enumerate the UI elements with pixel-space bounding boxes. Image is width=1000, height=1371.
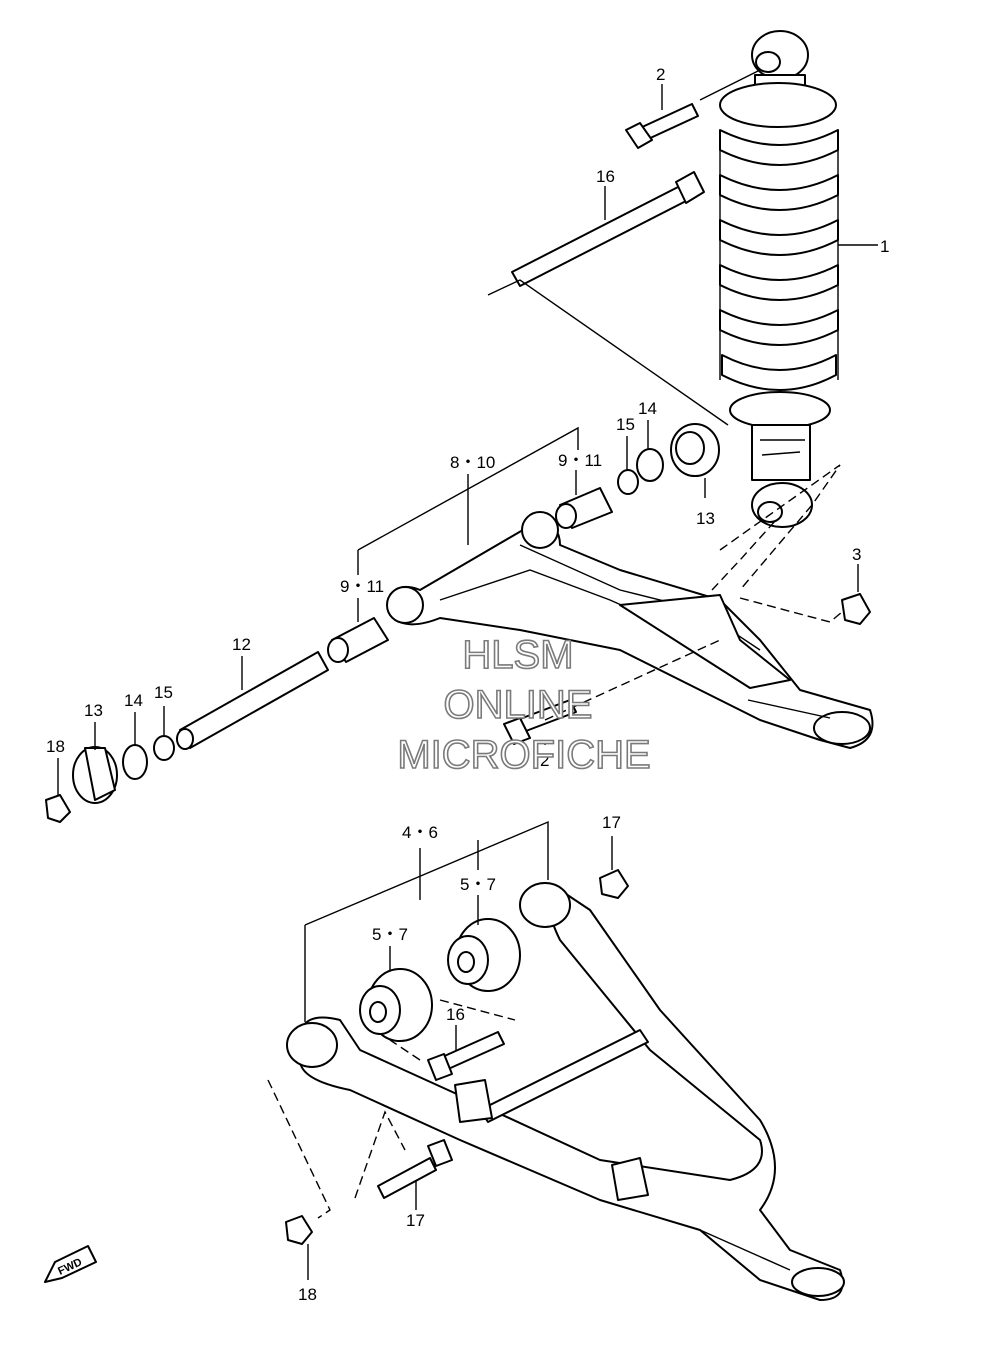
- nut-17-upper: [599, 869, 629, 899]
- bolt-16-lower: [427, 1031, 505, 1081]
- callout-16-upper: 16: [596, 167, 615, 186]
- callout-14-lower: 14: [124, 691, 143, 710]
- collar-9-11-lower: [327, 617, 389, 663]
- callout-14-upper: 14: [638, 399, 657, 418]
- nut-3: [841, 593, 871, 625]
- watermark: HLSM ONLINE MICROFICHE: [397, 632, 652, 778]
- callout-12: 12: [232, 635, 251, 654]
- fwd-arrow-icon: [44, 1245, 97, 1283]
- callout-9-11-upper: 9・11: [558, 451, 602, 470]
- callout-2-upper: 2: [656, 65, 665, 84]
- lower-arm: [386, 511, 874, 749]
- nut-18-lower: [285, 1215, 313, 1245]
- pipe-12: [176, 651, 329, 750]
- callout-18-upper: 18: [46, 737, 65, 756]
- callout-13-upper: 13: [696, 509, 715, 528]
- cap-13-lower: [72, 746, 118, 804]
- callout-4-6: 4・6: [402, 823, 438, 842]
- callout-2-lower: 2: [540, 751, 549, 770]
- callout-13-lower: 13: [84, 701, 103, 720]
- leader-lines: [57, 69, 878, 1280]
- callout-5-7-right: 5・7: [460, 875, 496, 894]
- callout-5-7-left: 5・7: [372, 925, 408, 944]
- a-arm: [286, 882, 845, 1301]
- callout-16-lower: 16: [446, 1005, 465, 1024]
- bushing-5-7-left: [359, 968, 433, 1042]
- bolt-2-upper: [625, 103, 699, 149]
- callout-3: 3: [852, 545, 861, 564]
- bolt-17-lower: [377, 1139, 453, 1199]
- nut-18-upper: [45, 794, 71, 823]
- washer-15-upper: [617, 469, 639, 495]
- watermark-line-3: MICROFICHE: [397, 733, 650, 777]
- washer-14-upper: [636, 448, 664, 482]
- watermark-line-2: ONLINE: [444, 683, 593, 727]
- shock-absorber: [719, 30, 839, 528]
- callout-17-upper: 17: [602, 813, 621, 832]
- callout-9-11-lower: 9・11: [340, 577, 384, 596]
- bushing-5-7-right: [447, 918, 521, 992]
- collar-9-11-upper: [555, 487, 613, 529]
- callout-18-lower: 18: [298, 1285, 317, 1304]
- bolt-2-lower: [503, 699, 577, 745]
- callout-1: 1: [880, 237, 889, 256]
- washer-15-lower: [153, 735, 175, 761]
- bolt-16-long: [511, 171, 705, 287]
- watermark-line-1: HLSM: [462, 633, 573, 677]
- callout-labels: 1 2 2 3 4・6 5・7 5・7 8・10 9・11 9・11 12 13…: [46, 65, 889, 1304]
- callout-15-upper: 15: [616, 415, 635, 434]
- washer-14-lower: [122, 744, 148, 780]
- callout-8-10: 8・10: [450, 453, 495, 472]
- callout-17-lower: 17: [406, 1211, 425, 1230]
- cap-13-upper: [670, 423, 720, 477]
- callout-15-lower: 15: [154, 683, 173, 702]
